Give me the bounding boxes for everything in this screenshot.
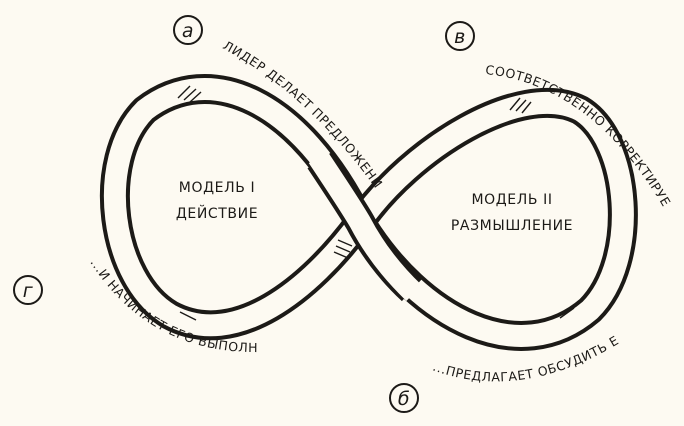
- right-loop-subtitle: РАЗМЫШЛЕНИЕ: [451, 218, 573, 234]
- right-loop-title: МОДЕЛЬ II: [471, 192, 552, 208]
- step-g-marker: г: [13, 275, 43, 305]
- step-b-letter: б: [398, 388, 410, 410]
- step-b-marker: б: [389, 383, 419, 413]
- infinity-loop: [99, 74, 638, 351]
- step-g-letter: г: [23, 280, 34, 302]
- left-loop-subtitle: ДЕЙСТВИЕ: [176, 204, 258, 222]
- step-a-letter: а: [182, 20, 194, 42]
- step-v-letter: в: [454, 26, 466, 48]
- step-v-marker: в: [445, 21, 475, 51]
- left-loop-title: МОДЕЛЬ I: [179, 180, 255, 196]
- step-a-marker: а: [173, 15, 203, 45]
- crossing-strand-fill: [308, 150, 422, 301]
- band-shading: [177, 85, 575, 321]
